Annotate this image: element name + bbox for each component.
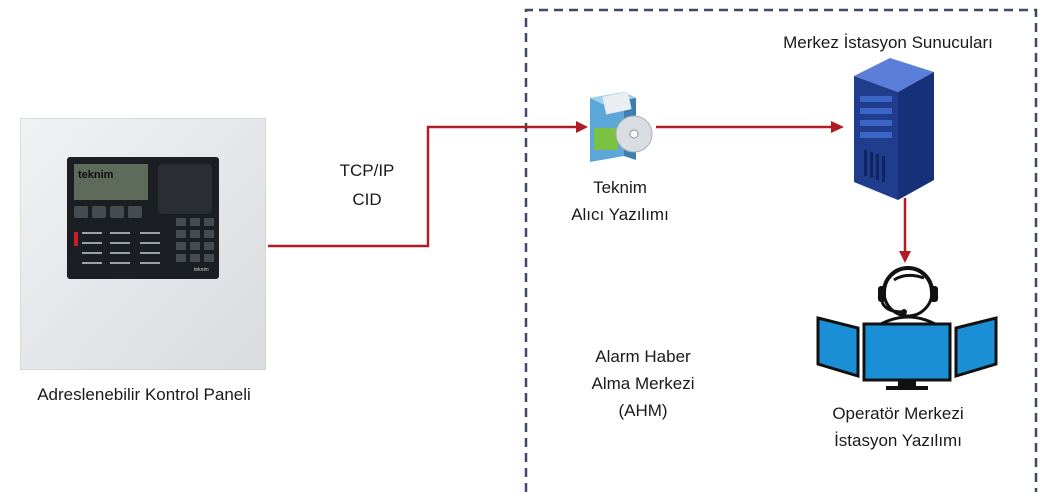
panel-brand-text: teknim xyxy=(78,169,114,181)
software-box-icon xyxy=(584,88,656,166)
control-panel-icon: teknim teknim xyxy=(19,117,267,371)
ahm-label-line1: Alarm Haber xyxy=(595,347,691,366)
arrowhead-operator xyxy=(899,251,911,263)
panel-logo-small: teknim xyxy=(194,267,209,273)
panel-caption: Adreslenebilir Kontrol Paneli xyxy=(37,385,251,404)
ahm-label-line2: Alma Merkezi xyxy=(591,374,695,393)
operator-caption-line1: Operatör Merkezi xyxy=(832,404,964,423)
arrowhead-server xyxy=(831,121,844,133)
protocol-label-tcpip: TCP/IP xyxy=(339,161,395,180)
operator-caption-line2: İstasyon Yazılımı xyxy=(834,431,962,450)
panel-to-receiver-line xyxy=(268,125,578,248)
servers-caption: Merkez İstasyon Sunucuları xyxy=(783,33,993,52)
protocol-label-cid: CID xyxy=(352,190,382,209)
receiver-caption-line1: Teknim xyxy=(593,178,647,197)
receiver-caption-line2: Alıcı Yazılımı xyxy=(571,205,669,224)
arrowhead-receiver xyxy=(576,121,588,133)
operator-headset-icon xyxy=(812,266,1002,392)
server-tower-icon xyxy=(846,54,938,204)
ahm-label-line3: (AHM) xyxy=(618,401,668,420)
connection-lines xyxy=(268,125,907,252)
